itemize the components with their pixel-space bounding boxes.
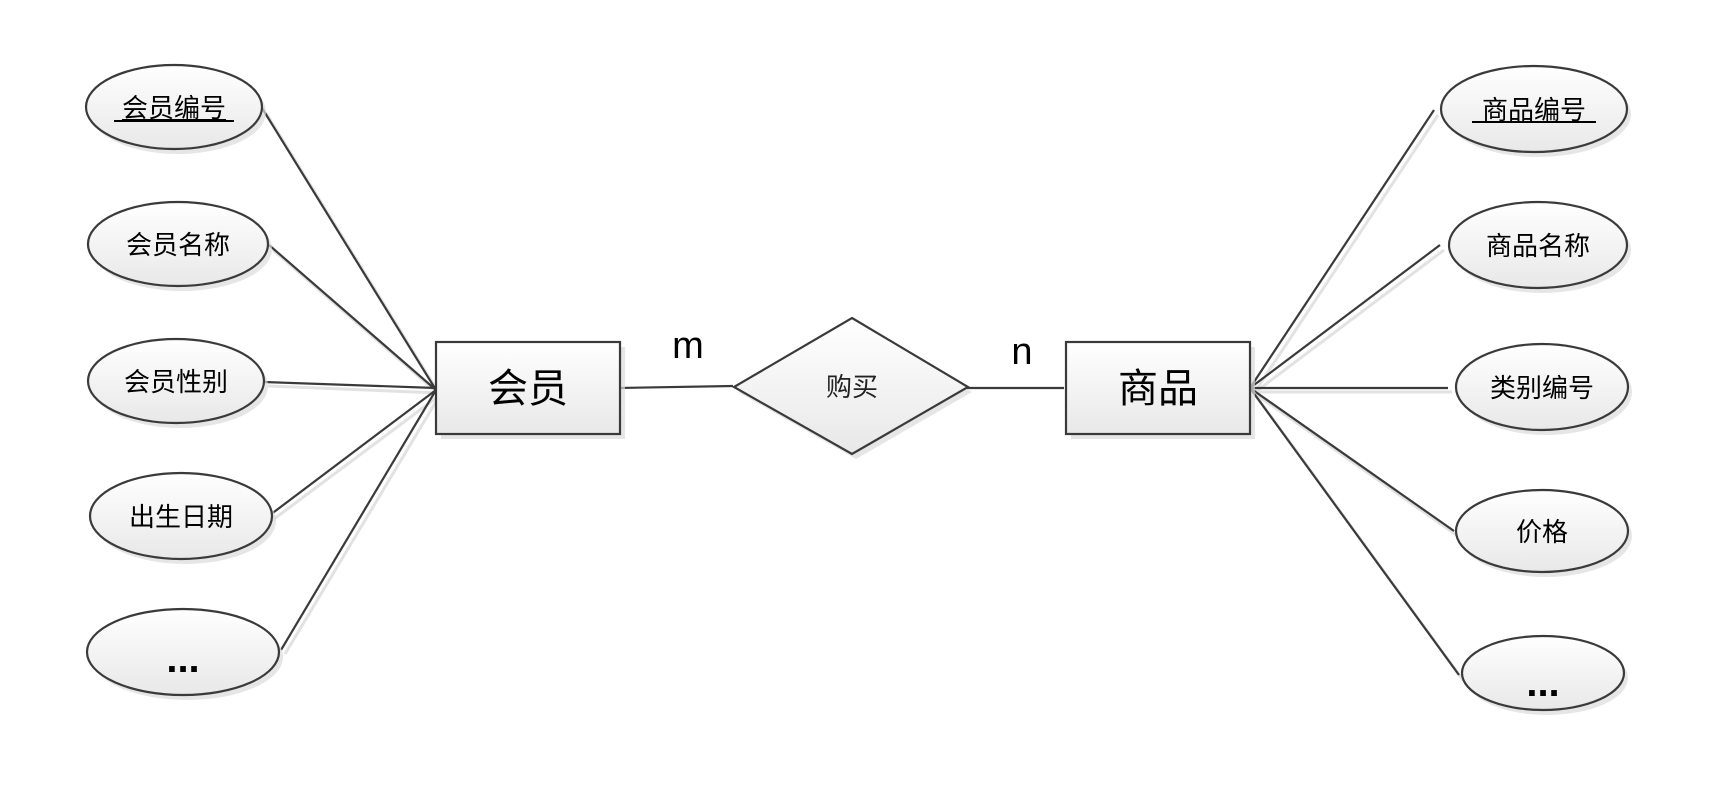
ellipsis-icon: ... [166,637,199,681]
edge-price [1249,387,1455,532]
member-attribute-edges [261,107,442,655]
edge-product-id [1249,109,1435,389]
attribute-price[interactable]: 价格 [1454,488,1632,577]
attribute-product-id[interactable]: 商品编号 [1439,64,1631,157]
attribute-label: 价格 [1516,518,1568,548]
edge-member-gender [263,380,437,390]
attribute-label: 商品名称 [1486,232,1590,262]
attribute-member-name[interactable]: 会员名称 [86,200,272,291]
attribute-label: 类别编号 [1490,374,1594,404]
attribute-birth-date[interactable]: 出生日期 [88,471,276,564]
attribute-product-more[interactable]: ... [1460,634,1628,715]
edge-member-more [280,389,437,651]
edge-member-name [268,244,437,391]
edge-product-name [1249,244,1441,389]
attribute-member-id[interactable]: 会员编号 [84,63,266,154]
edge-member-to-purchase [617,384,734,390]
cardinality-right: n [1011,331,1032,373]
entity-label: 商品 [1118,366,1198,412]
attribute-label: 会员编号 [122,94,226,124]
attribute-member-gender[interactable]: 会员性别 [86,337,268,428]
relationship-label: 购买 [826,373,878,403]
entity-member[interactable]: 会员 [434,340,625,439]
attribute-label: 会员性别 [124,368,228,398]
attribute-member-more[interactable]: ... [85,607,283,700]
entity-label: 会员 [488,366,568,412]
cardinality-left: m [672,325,704,367]
entity-product[interactable]: 商品 [1064,340,1255,439]
product-attribute-edges [1249,109,1465,681]
edge-birth-date [269,389,437,516]
edge-product-more [1249,387,1460,676]
attribute-category-id[interactable]: 类别编号 [1454,342,1632,435]
attribute-label: 会员名称 [126,231,230,261]
edge-member-id [261,107,437,391]
attribute-label: 出生日期 [129,503,233,533]
relationship-purchase[interactable]: 购买 [731,316,972,459]
ellipsis-icon: ... [1526,661,1559,705]
attribute-product-name[interactable]: 商品名称 [1447,200,1631,293]
